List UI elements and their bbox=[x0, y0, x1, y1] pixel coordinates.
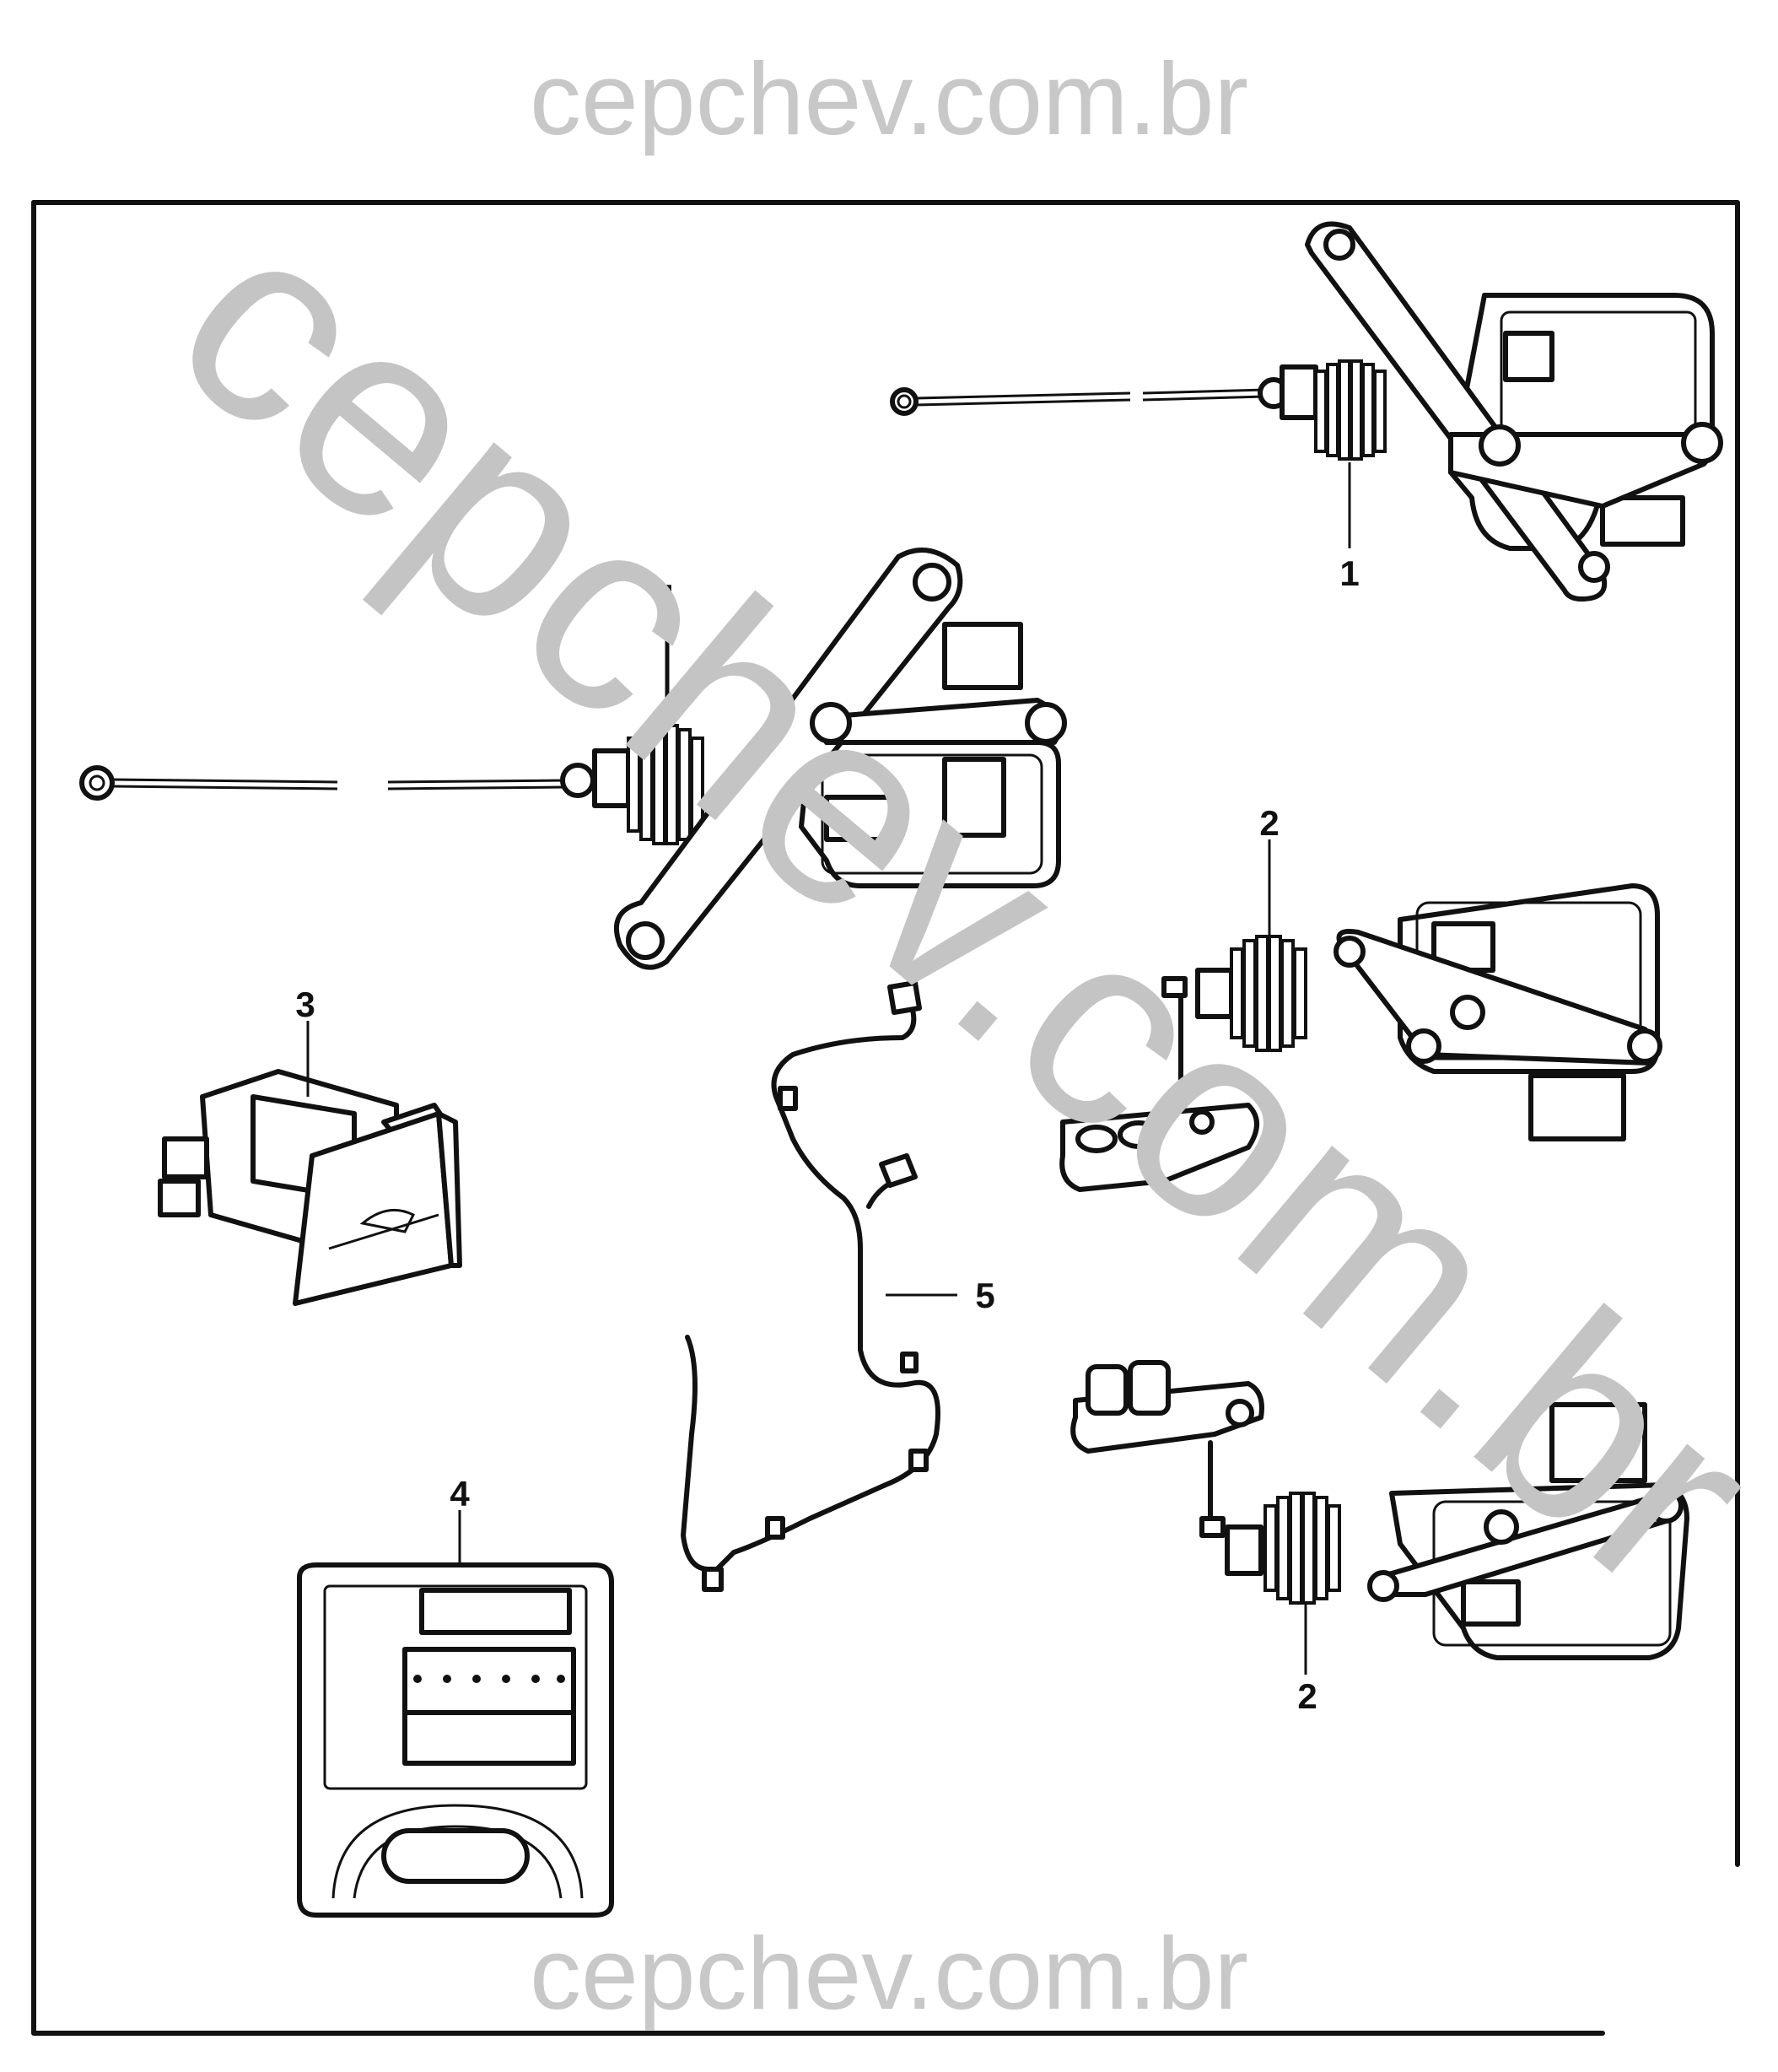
callout-5-wiring-harness: 5 bbox=[975, 1276, 994, 1315]
control-module bbox=[297, 1562, 614, 1918]
lock-switch bbox=[158, 1069, 462, 1306]
door-lock-actuator-left bbox=[79, 548, 1067, 970]
callout-3-switch: 3 bbox=[295, 985, 315, 1024]
door-lock-actuator-bottom-right bbox=[1070, 1360, 1689, 1660]
callout-2-middle-right: 2 bbox=[1259, 803, 1279, 843]
wiring-harness bbox=[681, 980, 957, 1592]
watermark-top: cepchev.com.br bbox=[529, 41, 1249, 156]
callout-1-left: 1 bbox=[658, 577, 677, 617]
door-lock-actuator-top-right bbox=[890, 221, 1723, 602]
watermark-bottom: cepchev.com.br bbox=[529, 1916, 1249, 2031]
callout-4-control-module: 4 bbox=[450, 1474, 470, 1514]
leader-lines bbox=[306, 462, 1351, 1675]
callout-2-bottom-right: 2 bbox=[1297, 1676, 1317, 1716]
door-lock-actuator-middle-right bbox=[1059, 883, 1662, 1192]
callout-1-top-right: 1 bbox=[1339, 553, 1359, 593]
diagram-frame bbox=[31, 200, 1740, 2036]
